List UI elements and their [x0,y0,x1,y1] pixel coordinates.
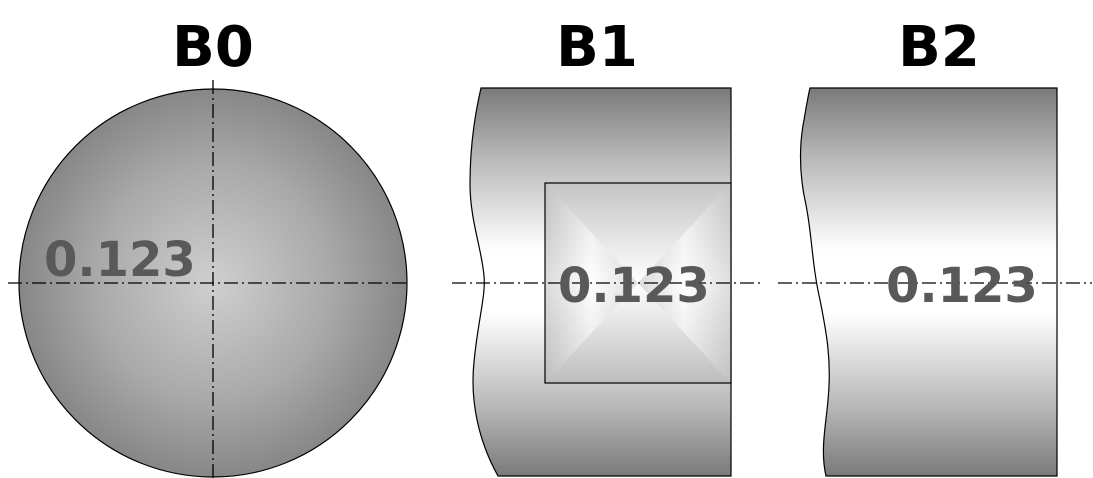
b2-cylinder-body [799,87,1058,477]
figure-b0-title: B0 [172,15,254,80]
figure-b2-value: 0.123 [886,258,1038,314]
figure-b1-title: B1 [556,15,638,80]
figure-b0: B0 0.123 [8,15,410,478]
figure-b2: B2 0.123 [778,15,1092,477]
figure-b0-value: 0.123 [44,232,196,288]
figure-b1: B1 0.123 [452,15,760,477]
figure-b2-title: B2 [898,15,980,80]
figure-b1-value: 0.123 [558,258,710,314]
